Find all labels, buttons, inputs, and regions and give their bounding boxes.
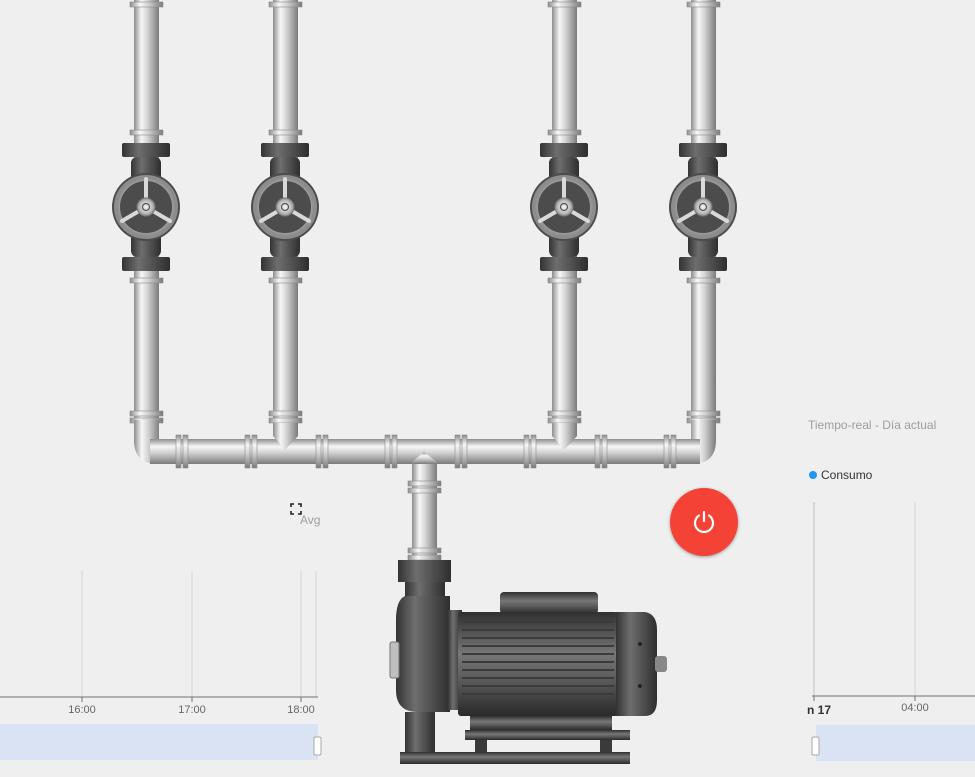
chart-left-navigator-handle[interactable]	[313, 736, 322, 756]
chart-right-plot: 04:00	[811, 502, 975, 761]
chart-right-tick-label: 04:00	[901, 702, 929, 714]
realtime-chart: Tiempo-real - Día actual Consumo n 17	[805, 410, 975, 775]
power-button[interactable]	[670, 488, 738, 556]
legend-dot-icon	[809, 471, 817, 479]
chart-title: Tiempo-real - Día actual	[808, 418, 937, 432]
resize-handle-icon[interactable]	[290, 503, 302, 515]
gate-valve-1[interactable]	[112, 143, 180, 271]
riser-flanges	[129, 1, 721, 424]
chart-right-navigator-handle[interactable]	[811, 736, 820, 756]
pump-inlet-pipe	[407, 464, 442, 561]
chart-left-tick-label: 16:00	[68, 704, 96, 716]
gate-valve-2[interactable]	[251, 143, 319, 271]
gate-valve-4[interactable]	[669, 143, 737, 271]
avg-label: Avg	[300, 513, 321, 527]
gate-valve-3[interactable]	[530, 143, 598, 271]
centrifugal-pump[interactable]	[389, 560, 667, 764]
chart-legend-item[interactable]: Consumo	[809, 468, 872, 482]
avg-widget[interactable]: Avg	[290, 503, 330, 529]
riser-pipes	[134, 0, 716, 420]
legend-label: Consumo	[821, 468, 873, 482]
chart-left-tick-label: 18:00	[287, 704, 315, 716]
chart-right-navigator	[816, 725, 975, 761]
chart-date-label: n 17	[807, 703, 832, 717]
chart-left-navigator	[0, 724, 318, 760]
manifold-pipe	[134, 420, 716, 464]
chart-left-plot: 16:00 17:00 18:00	[0, 571, 322, 760]
power-icon	[693, 510, 715, 534]
manifold-flanges	[175, 434, 677, 469]
chart-left-tick-label: 17:00	[178, 704, 206, 716]
